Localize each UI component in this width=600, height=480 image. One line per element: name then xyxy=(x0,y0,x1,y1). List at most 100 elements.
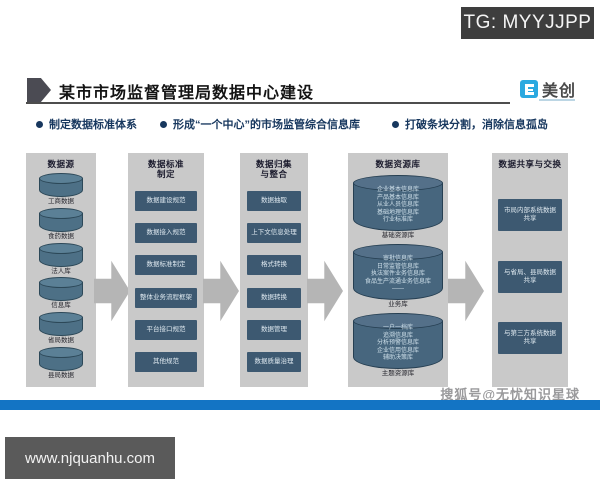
database-icon: 一户一档库 追溯信息库 分析预警信息库 企业信用信息库 辅助决策库 xyxy=(353,313,443,369)
repository-group: 企业基本信息库 产品基本信息库 从业人员信息库 基础地理信息库 行业标准库 基础… xyxy=(352,175,444,240)
step-box: 市局内部系统数据共享 xyxy=(498,198,562,231)
database-label: 法人库 xyxy=(51,267,71,275)
repository-line: 一户一档库 xyxy=(382,325,413,331)
repository-label: 基础资源库 xyxy=(381,232,415,239)
database-label: 省局数据 xyxy=(48,337,74,345)
step-box: 数据建设规范 xyxy=(135,191,197,212)
tg-badge-text: TG: MYYJJPP xyxy=(463,12,592,33)
bullet-dot-icon xyxy=(160,121,167,128)
flow-arrow-icon xyxy=(448,260,484,322)
column-data-repositories: 数据资源库 企业基本信息库 产品基本信息库 从业人员信息库 基础地理信息库 行业… xyxy=(348,153,448,387)
flow-arrow-icon xyxy=(203,260,239,322)
database-icon xyxy=(39,312,83,337)
database-label: 工商数据 xyxy=(48,197,74,205)
step-box: 整体业务流程框架 xyxy=(135,287,197,308)
repository-line: 追溯信息库 xyxy=(382,332,413,339)
title-arrow-icon xyxy=(27,78,51,102)
repository-line: 食品生产流通业务信息库 xyxy=(364,278,431,285)
database-item: 工商数据 xyxy=(30,172,92,206)
database-item: 法人库 xyxy=(30,242,92,276)
column-title: 数据归集与整合 xyxy=(255,159,292,179)
database-item: 省局数据 xyxy=(30,312,92,345)
database-icon xyxy=(39,172,83,197)
column-title: 数据共享与交换 xyxy=(498,159,562,169)
step-box: 数据抽取 xyxy=(247,191,301,212)
database-label: 县局数据 xyxy=(48,372,74,380)
column-title: 数据资源库 xyxy=(375,159,421,169)
repository-line: 审批信息库 xyxy=(382,256,413,262)
repository-group: 一户一档库 追溯信息库 分析预警信息库 企业信用信息库 辅助决策库 主题资源库 xyxy=(352,313,444,378)
step-box: 数据转换 xyxy=(247,287,301,308)
page-title: 某市市场监督管理局数据中心建设 xyxy=(59,85,315,102)
database-item: 食药数据 xyxy=(30,207,92,241)
key-points: 制定数据标准体系 形成“一个中心”的市场监管综合信息库 打破条块分割，消除信息孤… xyxy=(0,118,600,158)
repository-lines: 企业基本信息库 产品基本信息库 从业人员信息库 基础地理信息库 行业标准库 xyxy=(355,187,441,225)
bullet-item: 打破条块分割，消除信息孤岛 xyxy=(392,118,564,132)
title-underline xyxy=(26,102,510,104)
flow-arrow-icon xyxy=(307,260,343,322)
step-box: 数据管理 xyxy=(247,319,301,340)
database-icon xyxy=(39,347,83,372)
bullet-text: 形成“一个中心”的市场监管综合信息库 xyxy=(173,119,360,131)
bullet-item: 制定数据标准体系 xyxy=(36,118,166,132)
bullet-dot-icon xyxy=(392,121,399,128)
database-icon xyxy=(39,242,83,267)
footer-accent-bar xyxy=(0,400,600,410)
column-items: 数据抽取 上下文信息处理 格式转换 数据转换 数据管理 数据质量治理 xyxy=(244,181,304,382)
column-items: 市局内部系统数据共享 与省局、县局数据共享 与第三方系统数据共享 xyxy=(496,171,564,382)
step-box: 其他规范 xyxy=(135,351,197,372)
title-row: 某市市场监督管理局数据中心建设 美创 xyxy=(26,76,576,104)
repository-line: 日常监管信息库 xyxy=(376,263,419,270)
repository-line: 执法案件业务信息库 xyxy=(370,271,425,277)
repository-line: 产品基本信息库 xyxy=(376,194,419,201)
database-icon: 审批信息库 日常监管信息库 执法案件业务信息库 食品生产流通业务信息库 —— xyxy=(353,244,443,300)
column-data-standards: 数据标准制定 数据建设规范 数据接入规范 数据标准制定 整体业务流程框架 平台接… xyxy=(128,153,204,387)
meichuang-logo-text: 美创 xyxy=(541,83,576,100)
database-label: 食药数据 xyxy=(48,232,74,240)
database-icon xyxy=(39,277,83,302)
repository-label: 主题资源库 xyxy=(381,370,415,377)
repository-line: 企业信用信息库 xyxy=(376,347,419,354)
repository-lines: 一户一档库 追溯信息库 分析预警信息库 企业信用信息库 辅助决策库 xyxy=(355,325,441,363)
tg-badge: TG: MYYJJPP xyxy=(461,7,594,39)
repository-line: 分析预警信息库 xyxy=(376,340,419,346)
step-box: 格式转换 xyxy=(247,255,301,276)
column-items: 企业基本信息库 产品基本信息库 从业人员信息库 基础地理信息库 行业标准库 基础… xyxy=(352,171,444,382)
step-box: 上下文信息处理 xyxy=(247,223,301,244)
bullet-text: 打破条块分割，消除信息孤岛 xyxy=(405,119,548,131)
step-box: 数据质量治理 xyxy=(247,351,301,372)
column-title: 数据标准制定 xyxy=(147,159,184,179)
site-url-badge: www.njquanhu.com xyxy=(5,437,175,479)
repository-line: —— xyxy=(392,286,404,292)
column-items: 数据建设规范 数据接入规范 数据标准制定 整体业务流程框架 平台接口规范 其他规… xyxy=(132,181,200,382)
column-data-sharing: 数据共享与交换 市局内部系统数据共享 与省局、县局数据共享 与第三方系统数据共享 xyxy=(492,153,568,387)
flow-arrow-icon xyxy=(94,260,130,322)
repository-label: 业务库 xyxy=(388,301,408,308)
logo-subtext-rule xyxy=(539,99,575,101)
bullet-dot-icon xyxy=(36,121,43,128)
repository-line: 企业基本信息库 xyxy=(376,187,419,193)
flow-diagram: 数据源 工商数据 食药数据 法人库 信息库 xyxy=(0,150,600,390)
database-icon xyxy=(39,207,83,232)
step-box: 与省局、县局数据共享 xyxy=(498,260,562,293)
bullet-text: 制定数据标准体系 xyxy=(49,119,137,131)
site-url-text: www.njquanhu.com xyxy=(24,449,156,467)
database-label: 信息库 xyxy=(51,302,71,310)
repository-line: 行业标准库 xyxy=(382,217,413,223)
step-box: 数据标准制定 xyxy=(135,255,197,276)
repository-lines: 审批信息库 日常监管信息库 执法案件业务信息库 食品生产流通业务信息库 —— xyxy=(355,256,441,294)
step-box: 数据接入规范 xyxy=(135,223,197,244)
repository-group: 审批信息库 日常监管信息库 执法案件业务信息库 食品生产流通业务信息库 —— 业… xyxy=(352,244,444,309)
column-items: 工商数据 食药数据 法人库 信息库 省局数据 xyxy=(30,171,92,382)
database-item: 县局数据 xyxy=(30,347,92,380)
column-title: 数据源 xyxy=(47,159,75,169)
step-box: 平台接口规范 xyxy=(135,319,197,340)
repository-line: 基础地理信息库 xyxy=(376,209,419,216)
repository-line: 从业人员信息库 xyxy=(376,202,419,208)
repository-line: 辅助决策库 xyxy=(382,355,413,361)
meichuang-logo-icon xyxy=(519,80,538,98)
database-icon: 企业基本信息库 产品基本信息库 从业人员信息库 基础地理信息库 行业标准库 xyxy=(353,175,443,231)
step-box: 与第三方系统数据共享 xyxy=(498,322,562,355)
database-item: 信息库 xyxy=(30,277,92,310)
